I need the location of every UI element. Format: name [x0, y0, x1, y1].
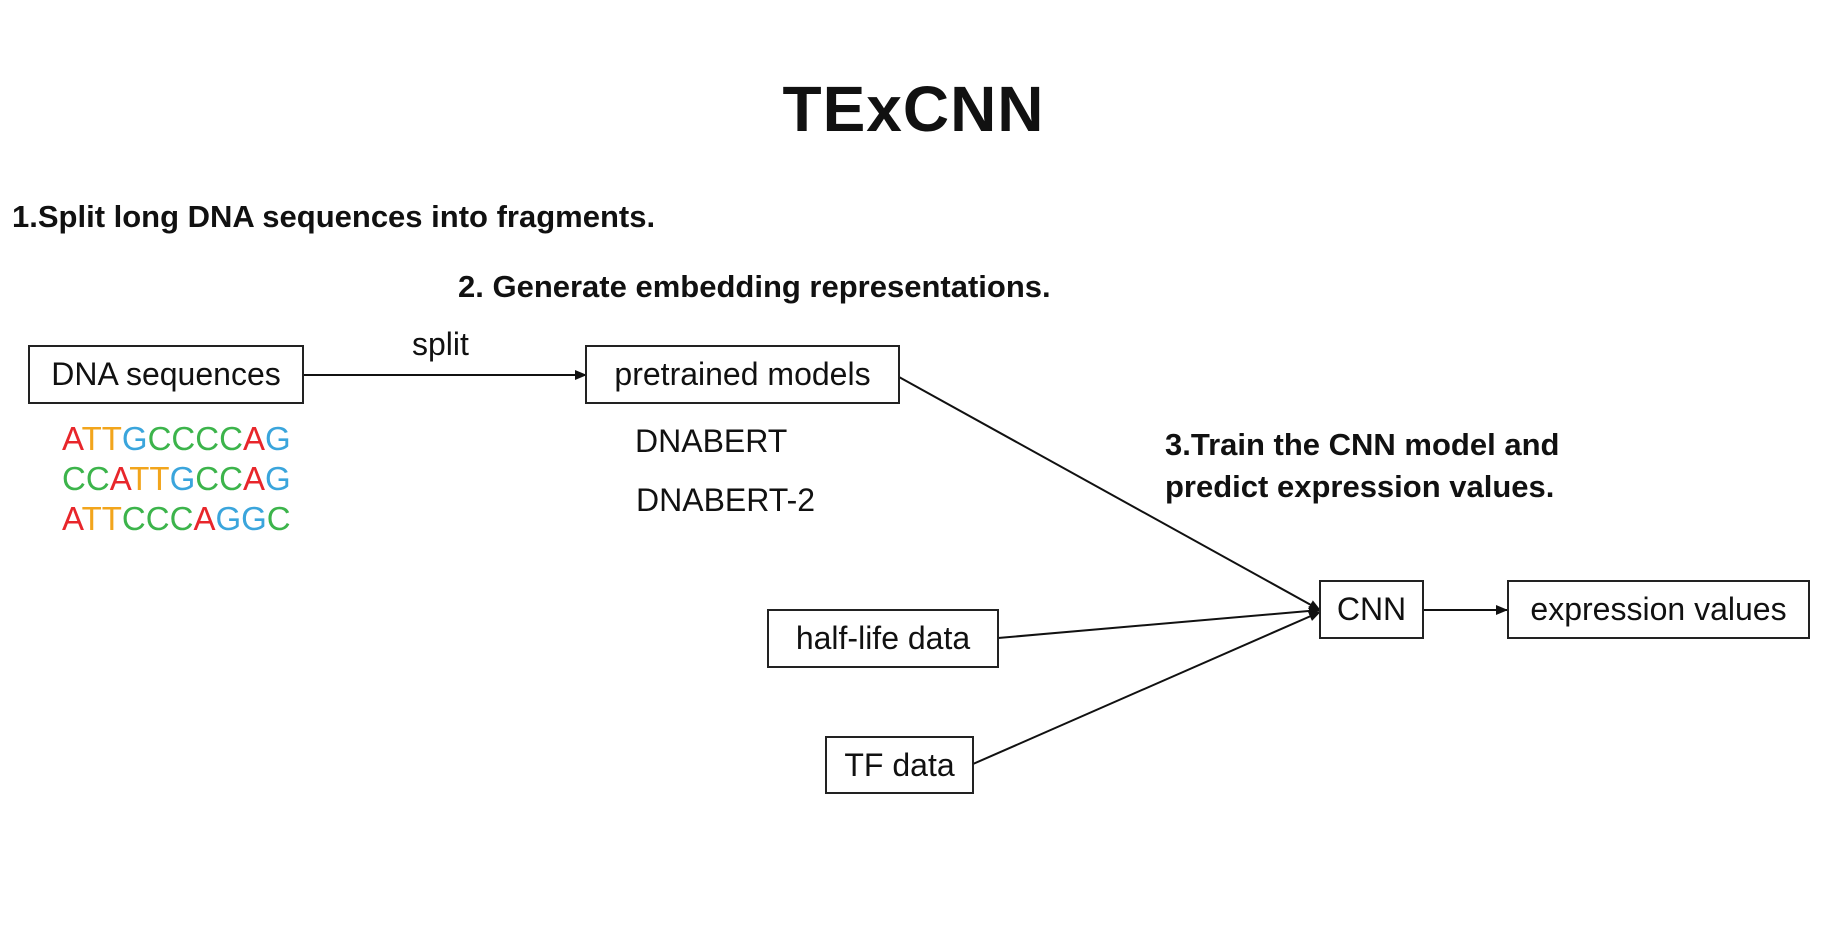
- nucleotide: C: [219, 420, 243, 457]
- nucleotide: T: [129, 460, 150, 497]
- nucleotide: C: [147, 420, 172, 457]
- model-item: DNABERT: [635, 423, 788, 459]
- nucleotide: C: [266, 500, 291, 537]
- nucleotide: C: [121, 500, 146, 537]
- arrow-halflife-to-cnn: [997, 605, 1321, 639]
- nucleotide: C: [219, 460, 243, 497]
- step-1-label: 1.Split long DNA sequences into fragment…: [12, 199, 656, 234]
- diagram-title: TExCNN: [782, 73, 1045, 145]
- nucleotide: G: [169, 460, 196, 497]
- node-expression-values: expression values: [1507, 580, 1810, 639]
- nucleotide: A: [62, 420, 82, 457]
- arrow-tf-to-cnn: [972, 611, 1321, 765]
- nucleotide: T: [81, 500, 102, 537]
- nucleotide: C: [195, 460, 220, 497]
- nucleotide: G: [264, 460, 291, 497]
- nucleotide: T: [149, 460, 170, 497]
- sequence-fragment-list: ATTGCCCCAG CCATTGCCAG ATTCCCAGGC: [62, 419, 291, 539]
- edge-label-split: split: [412, 326, 469, 362]
- nucleotide: C: [195, 420, 220, 457]
- node-dna-sequences: DNA sequences: [28, 345, 304, 404]
- step-2-label: 2. Generate embedding representations.: [458, 269, 1051, 304]
- node-pretrained-models: pretrained models: [585, 345, 900, 404]
- sequence-fragment: CCATTGCCAG: [62, 459, 291, 499]
- node-cnn: CNN: [1319, 580, 1424, 639]
- nucleotide: A: [193, 500, 216, 537]
- nucleotide: C: [85, 460, 110, 497]
- nucleotide: G: [241, 500, 267, 537]
- nucleotide: A: [242, 420, 265, 457]
- nucleotide: A: [242, 460, 265, 497]
- nucleotide: T: [101, 500, 122, 537]
- model-item: DNABERT-2: [636, 482, 816, 518]
- arrow-pretrained-to-cnn: [898, 376, 1321, 611]
- nucleotide: G: [121, 420, 148, 457]
- step-3-label-line1: 3.Train the CNN model and: [1165, 427, 1560, 462]
- node-half-life-data: half-life data: [767, 609, 999, 668]
- nucleotide: G: [264, 420, 291, 457]
- step-3-label-line2: predict expression values.: [1165, 469, 1555, 504]
- nucleotide: C: [62, 460, 86, 497]
- node-tf-data: TF data: [825, 736, 974, 794]
- nucleotide: A: [62, 500, 82, 537]
- nucleotide: C: [145, 500, 170, 537]
- nucleotide: A: [109, 460, 130, 497]
- nucleotide: G: [215, 500, 242, 537]
- nucleotide: C: [169, 500, 194, 537]
- nucleotide: C: [171, 420, 196, 457]
- nucleotide: T: [81, 420, 102, 457]
- sequence-fragment: ATTCCCAGGC: [62, 499, 291, 539]
- nucleotide: T: [101, 420, 122, 457]
- sequence-fragment: ATTGCCCCAG: [62, 419, 291, 459]
